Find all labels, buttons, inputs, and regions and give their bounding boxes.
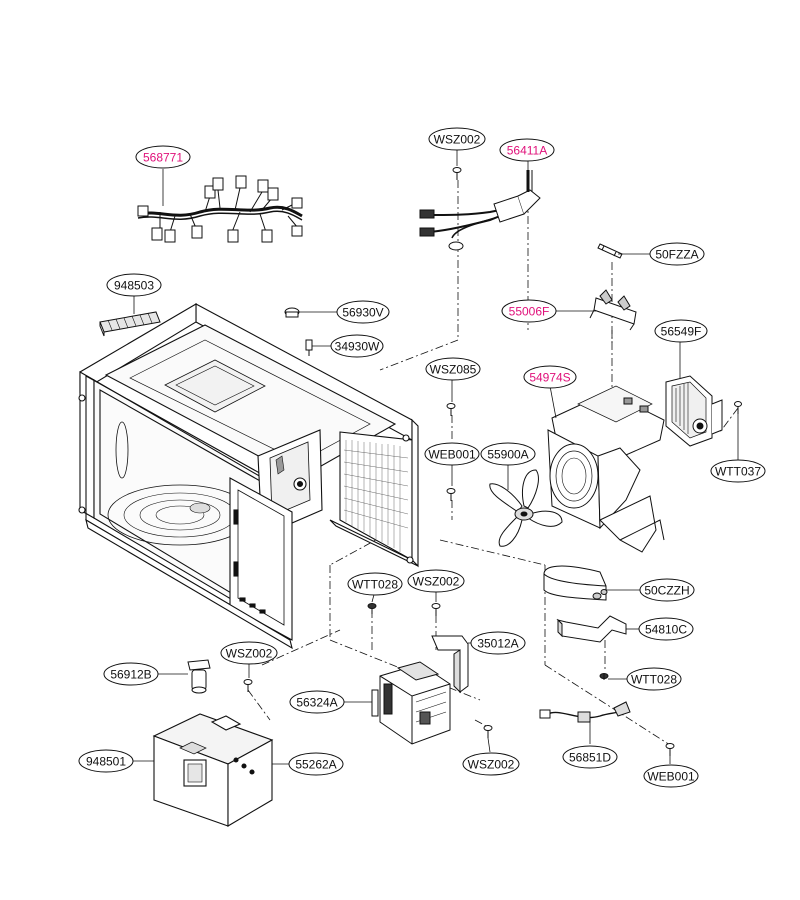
svg-text:WTT028: WTT028 [352,578,398,592]
screw-web001-bottom [665,743,675,756]
svg-text:948503: 948503 [114,279,154,293]
callout-56411a: 56411A [499,138,555,162]
power-cord-part [419,170,541,251]
callout-948503: 948503 [106,273,162,297]
oven-cavity-part [78,303,419,650]
callout-55006f: 55006F [501,299,557,323]
callout-wsz002-bottom: WSZ002 [462,752,520,776]
callout-wsz002-mid: WSZ002 [407,569,465,593]
callout-wtt028-left: WTT028 [347,572,403,596]
svg-text:WSZ085: WSZ085 [430,363,477,377]
callout-54974s: 54974S [523,365,577,389]
svg-text:WTT037: WTT037 [715,465,761,479]
callout-56324a: 56324A [289,690,345,714]
callout-wtt037: WTT037 [710,459,766,483]
svg-text:56912B: 56912B [110,668,151,682]
screw-wtt037 [734,401,742,414]
svg-text:WSZ002: WSZ002 [468,758,515,772]
fuse-holder-part [589,289,637,331]
fan-motor-part [665,375,723,447]
callout-wsz085: WSZ085 [425,357,481,381]
svg-text:568771: 568771 [143,151,183,165]
callout-wsz002-top: WSZ002 [428,127,486,151]
svg-text:WEB001: WEB001 [428,448,476,462]
callout-948501: 948501 [78,749,134,773]
callout-34930w: 34930W [330,334,384,358]
wire-harness-part [137,175,303,243]
capacitor-part [543,565,608,601]
fan-blade-part [489,469,563,547]
screw-wtt028-left [367,603,377,614]
svg-text:WSZ002: WSZ002 [413,575,460,589]
svg-text:56411A: 56411A [507,144,547,158]
screw-wsz002-left [243,679,253,692]
callout-56851d: 56851D [562,745,618,769]
screw-wsz002-bottom [483,725,493,738]
svg-text:56324A: 56324A [296,696,337,710]
callout-web001-mid: WEB001 [424,442,480,466]
screw-web001-mid [446,488,456,501]
svg-text:54810C: 54810C [645,623,687,637]
callout-web001-bottom: WEB001 [643,764,699,788]
leader-lines [132,150,739,765]
callout-55900a: 55900A [480,442,536,466]
small-motor-part [284,307,313,356]
svg-text:WTT028: WTT028 [631,673,677,687]
callout-wtt028-right: WTT028 [626,667,682,691]
svg-text:35012A: 35012A [477,637,518,651]
callout-55262a: 55262A [288,752,344,776]
svg-text:55006F: 55006F [509,305,550,319]
svg-text:56930V: 56930V [342,306,383,320]
support-bar-part [99,311,161,337]
svg-text:WSZ002: WSZ002 [226,647,273,661]
base-cover-part [152,713,274,827]
svg-text:55262A: 55262A [295,758,336,772]
callout-50fzza: 50FZZA [649,242,705,266]
screw-top [452,167,462,180]
svg-text:50FZZA: 50FZZA [655,248,698,262]
screw-wsz085 [446,403,456,416]
callout-56930v: 56930V [336,300,390,324]
callout-56912b: 56912B [103,662,159,686]
svg-text:50CZZH: 50CZZH [644,584,689,598]
screw-wtt028-right [599,673,609,680]
lamp-part [187,659,211,694]
callout-56549f: 56549F [654,319,708,343]
svg-text:WSZ002: WSZ002 [434,133,481,147]
svg-text:56549F: 56549F [661,325,702,339]
svg-text:54974S: 54974S [529,371,570,385]
fan-duct-part [547,385,665,553]
transformer-part [371,661,451,745]
callout-54810c: 54810C [638,617,694,641]
hv-bracket-part [431,635,469,694]
assembly-guide-lines [247,180,739,746]
svg-text:56851D: 56851D [569,751,611,765]
fuse-part [597,243,623,259]
svg-text:948501: 948501 [86,755,126,769]
callout-wsz002-left: WSZ002 [220,641,278,665]
callout-568771: 568771 [135,145,191,169]
callout-35012a: 35012A [470,631,526,655]
sensor-part [539,701,631,723]
svg-text:WEB001: WEB001 [647,770,695,784]
svg-text:55900A: 55900A [487,448,528,462]
screw-wsz002-mid [431,603,441,616]
callout-50czzh: 50CZZH [639,578,695,602]
svg-text:34930W: 34930W [335,340,380,354]
capacitor-bracket-part [556,615,627,643]
